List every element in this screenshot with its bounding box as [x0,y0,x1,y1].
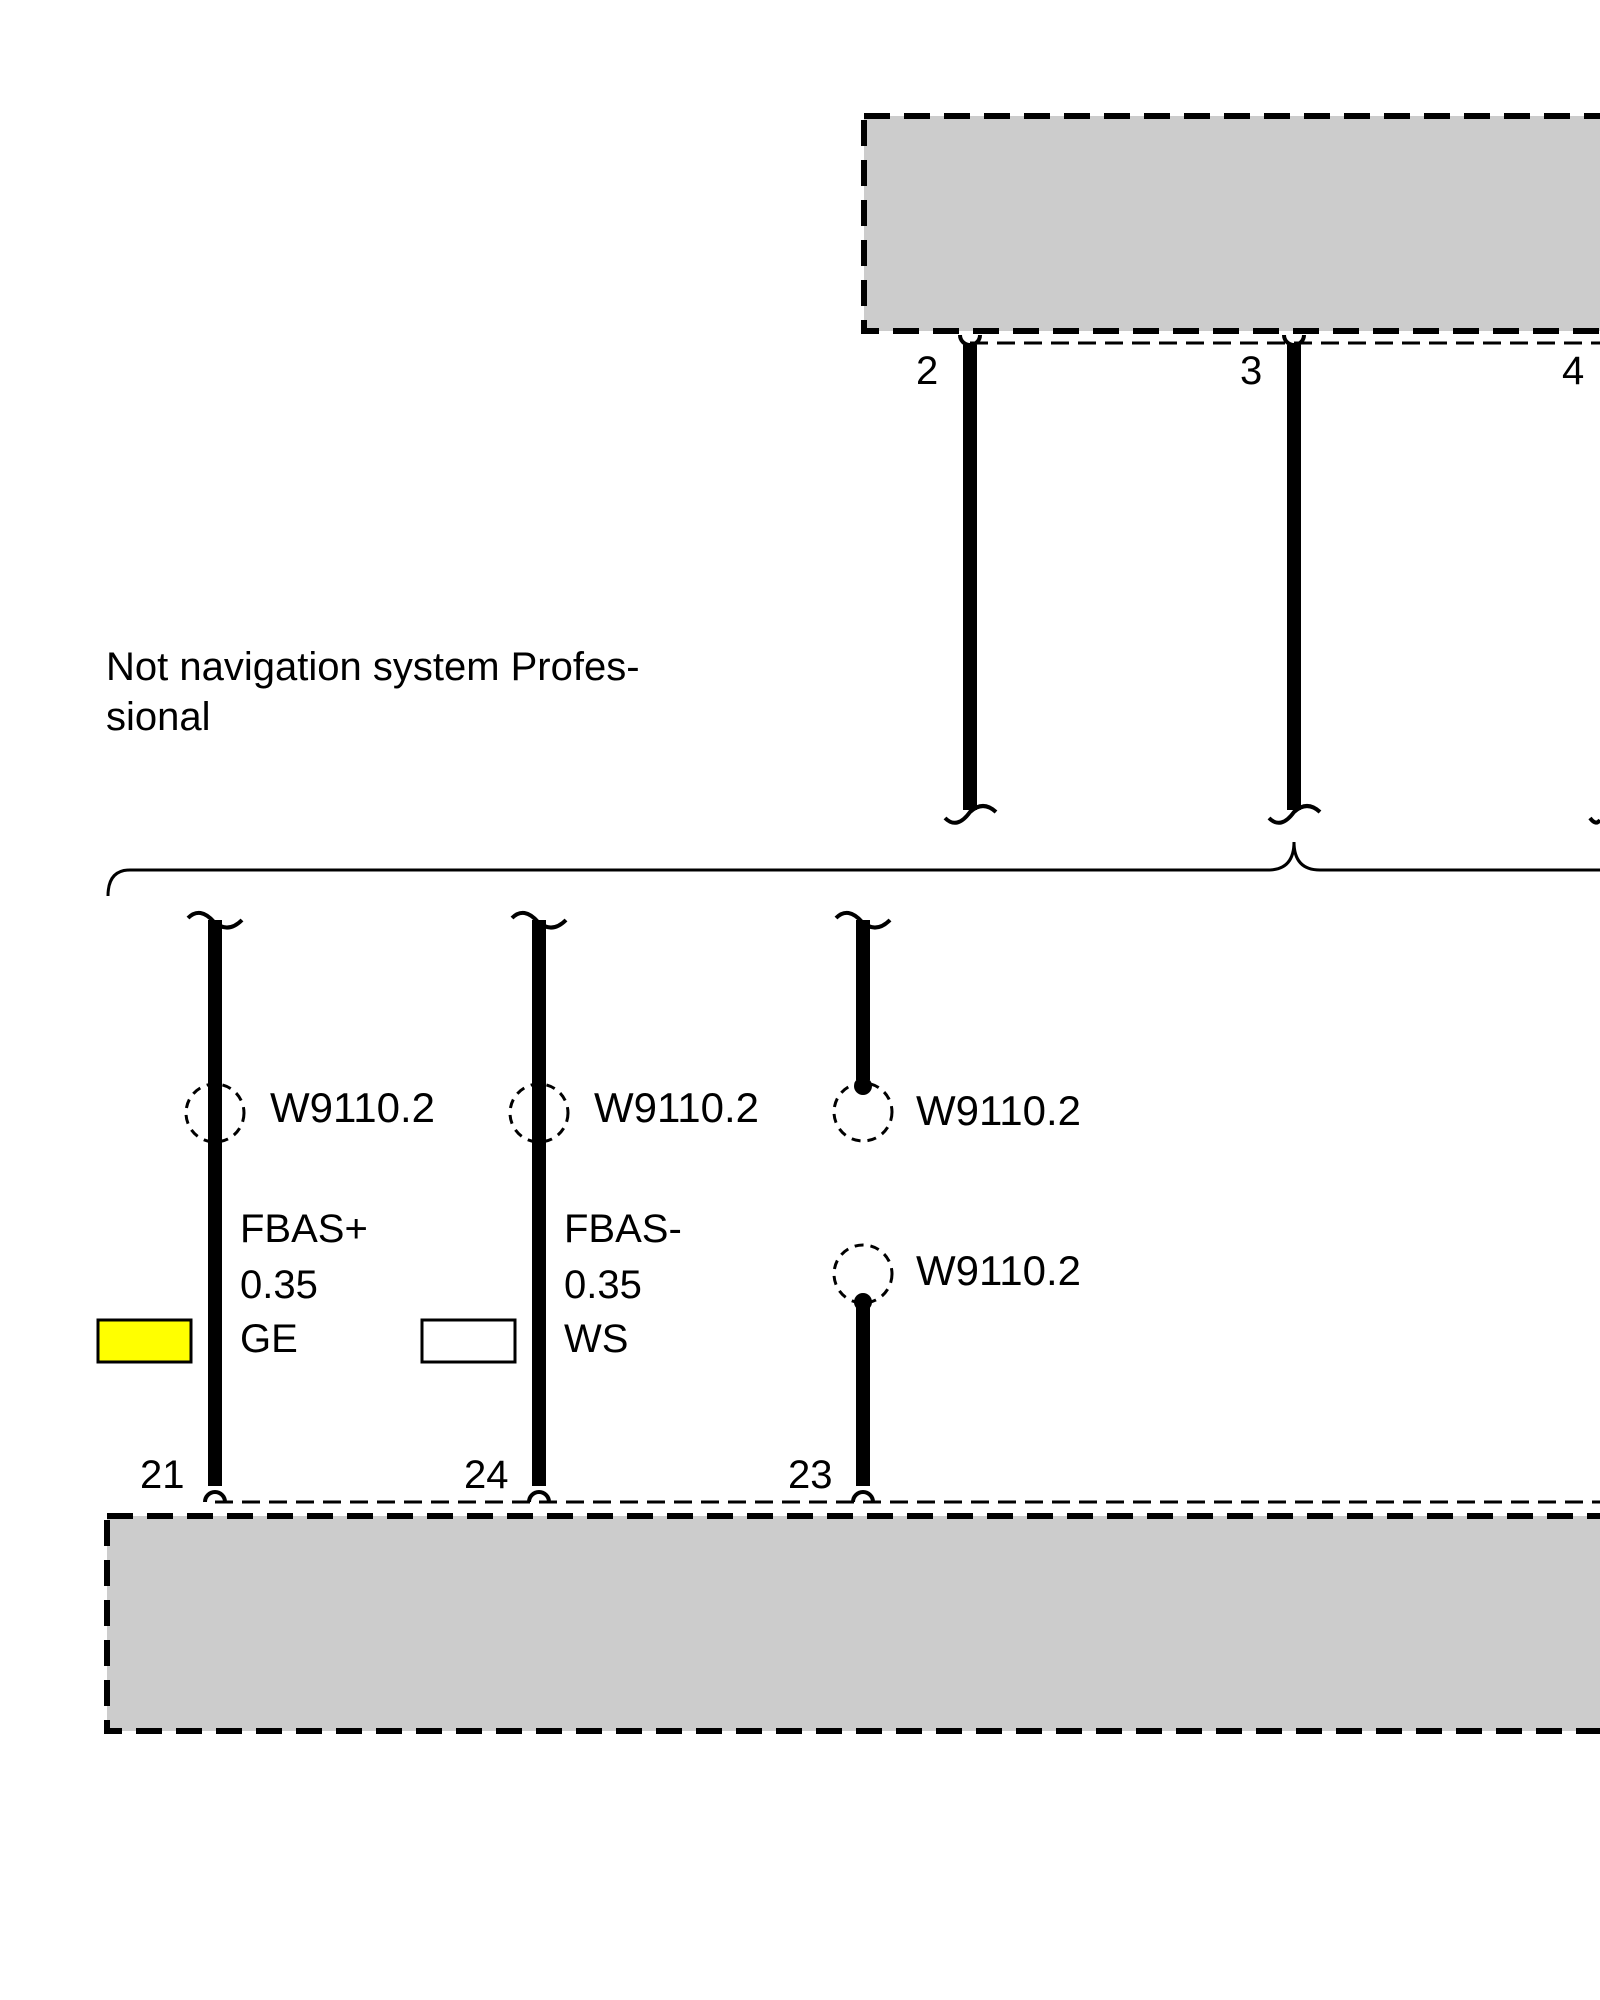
splice-marker-wire-24 [508,1082,570,1144]
wire-24-connector-label: W9110.2 [594,1084,759,1131]
wire-24-color-swatch [420,1318,517,1364]
splice-marker-wire-23-upper [832,1081,894,1143]
bottom-pin-23-terminal [851,1490,875,1503]
wire-23-upper-connector-label: W9110.2 [916,1087,1081,1134]
splice-marker-wire-23-lower [832,1243,894,1305]
wire-21-color-swatch [96,1318,193,1364]
top-pin-2-terminal [958,334,982,347]
wire-21-color-code-label: GE [240,1317,298,1361]
option-note: Not navigation system Profes- sional [106,645,640,739]
bottom-pin-24-label: 24 [464,1453,509,1497]
top-component: 2 3 4 [861,113,1600,393]
bottom-component-box [104,1513,1600,1734]
bottom-pin-23-label: 23 [788,1453,833,1497]
wire-21-group: W9110.2 FBAS+ 0.35 GE [96,910,435,1486]
top-wires [943,345,1600,825]
wire-23-upper-dot [854,1077,872,1095]
wire-24-color-code-label: WS [564,1317,628,1361]
wire-21-connector-label: W9110.2 [270,1084,435,1131]
bottom-pin-24-terminal [527,1490,551,1503]
break-symbol-pin-4 [1588,816,1600,825]
bottom-component: 21 24 23 [104,1453,1600,1734]
wire-24-group: W9110.2 FBAS- 0.35 WS [420,910,759,1486]
wire-21-signal-label: FBAS+ [240,1207,368,1251]
option-bracket [106,841,1600,897]
splice-marker-wire-21 [184,1082,246,1144]
wire-23-lower-connector-label: W9110.2 [916,1247,1081,1294]
break-symbol-pin-2 [943,804,998,825]
bottom-pin-21-terminal [203,1490,227,1503]
top-pin-3-label: 3 [1240,349,1262,393]
wire-24-signal-label: FBAS- [564,1207,682,1251]
wire-23-group: W9110.2 W9110.2 [832,910,1081,1486]
break-symbol-pin-3 [1267,804,1322,825]
top-pin-3-terminal [1282,334,1306,347]
top-pin-2-label: 2 [916,349,938,393]
option-note-line-1: Not navigation system Profes- [106,645,640,689]
wire-24-size-label: 0.35 [564,1263,642,1307]
top-component-box [861,113,1600,334]
bottom-pin-21-label: 21 [140,1453,185,1497]
option-note-line-2: sional [106,695,211,739]
wire-21-size-label: 0.35 [240,1263,318,1307]
top-pin-4-label: 4 [1562,349,1584,393]
